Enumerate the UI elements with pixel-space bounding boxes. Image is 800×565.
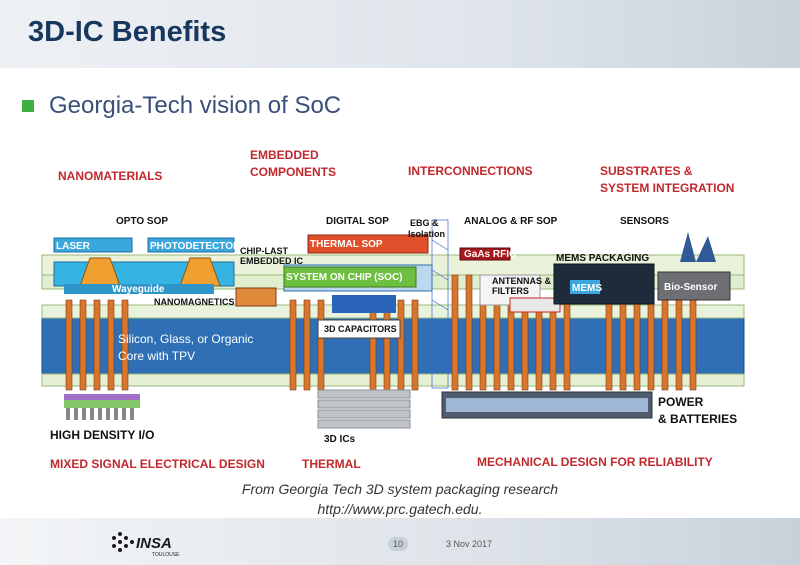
bullet-marker <box>22 100 34 112</box>
label-embedded-1: EMBEDDED <box>250 148 319 162</box>
label-power-2: & BATTERIES <box>658 412 737 426</box>
hd-io-base <box>64 394 140 400</box>
ebg-mesh <box>431 219 449 389</box>
soc-chip <box>283 266 417 288</box>
label-biosensor: Bio-Sensor <box>664 282 717 293</box>
svg-text:TOULOUSE: TOULOUSE <box>152 552 180 558</box>
power-battery-cells <box>446 398 648 412</box>
label-analog-rf-sop: ANALOG & RF SOP <box>464 216 558 227</box>
bullet-text: Georgia-Tech vision of SoC <box>49 92 342 119</box>
label-ebg-1: EBG & <box>410 218 439 228</box>
soc-diagram: NANOMATERIALS EMBEDDED COMPONENTS INTERC… <box>41 148 745 471</box>
label-laser: LASER <box>56 241 91 252</box>
mems-chip <box>570 280 600 294</box>
label-3d-capacitors: 3D CAPACITORS <box>324 324 397 334</box>
label-mems-packaging: MEMS PACKAGING <box>556 253 649 264</box>
insa-logo: INSA TOULOUSE <box>108 528 188 560</box>
biosensor-block <box>657 271 731 301</box>
label-interconnections: INTERCONNECTIONS <box>408 164 533 178</box>
label-power-1: POWER <box>658 395 704 409</box>
svg-text:INSA: INSA <box>136 535 172 552</box>
label-core-1: Silicon, Glass, or Organic <box>118 332 253 346</box>
nanomagnetics-block <box>235 287 277 307</box>
label-thermal-sop: THERMAL SOP <box>310 239 383 250</box>
caption-line-2: http://www.prc.gatech.edu. <box>317 501 483 517</box>
waveguide-stripes <box>64 284 214 294</box>
thermal-sop-block <box>307 234 429 254</box>
slide-header <box>0 0 800 68</box>
label-ebg-2: Isolation <box>408 229 445 239</box>
page-number: 10 <box>388 537 408 551</box>
sensor-probes <box>680 232 716 262</box>
mems-package <box>553 263 655 305</box>
gaas-rfic-chip <box>459 247 511 261</box>
rf-passives <box>509 297 561 313</box>
label-nanomaterials: NANOMATERIALS <box>58 169 162 183</box>
label-antennas-2: FILTERS <box>492 286 529 296</box>
label-nanomagnetics: NANOMAGNETICS <box>154 297 235 307</box>
label-mixed-signal: MIXED SIGNAL ELECTRICAL DESIGN <box>50 457 265 471</box>
hd-io-layer <box>64 400 140 408</box>
label-mems: MEMS <box>572 283 602 294</box>
label-embedded-2: COMPONENTS <box>250 165 336 179</box>
photodetector-chip <box>147 237 235 253</box>
3d-ic-stack <box>317 389 411 429</box>
label-substrates-2: SYSTEM INTEGRATION <box>600 181 734 195</box>
slide-date: 3 Nov 2017 <box>446 539 493 549</box>
capacitors-label-box <box>317 319 401 339</box>
label-core-2: Core with TPV <box>118 349 195 363</box>
label-substrates-1: SUBSTRATES & <box>600 164 693 178</box>
label-chip-last-1: CHIP-LAST <box>240 246 288 256</box>
capacitor-stack <box>332 295 396 313</box>
label-opto-sop: OPTO SOP <box>116 216 168 227</box>
label-soc: SYSTEM ON CHIP (SOC) <box>286 272 403 283</box>
label-gaas-rfic: GaAs RFIC <box>464 249 516 260</box>
label-sensors: SENSORS <box>620 216 669 227</box>
label-thermal: THERMAL <box>302 457 361 471</box>
hd-io-pins <box>66 408 134 420</box>
label-waveguide: Wayeguide <box>112 284 165 295</box>
caption-line-1: From Georgia Tech 3D system packaging re… <box>241 481 559 497</box>
label-chip-last-2: EMBEDDED IC <box>240 256 304 266</box>
label-hd-io: HIGH DENSITY I/O <box>50 428 154 442</box>
tpv-pillars <box>65 274 697 391</box>
label-mechanical: MECHANICAL DESIGN FOR RELIABILITY <box>477 455 713 469</box>
label-photodetector: PHOTODETECTOR <box>150 241 241 252</box>
label-antennas-1: ANTENNAS & <box>492 276 552 286</box>
laser-chip <box>53 237 133 253</box>
label-3d-ics: 3D ICs <box>324 434 356 445</box>
slide-title: 3D-IC Benefits <box>28 16 227 48</box>
label-digital-sop: DIGITAL SOP <box>326 216 389 227</box>
